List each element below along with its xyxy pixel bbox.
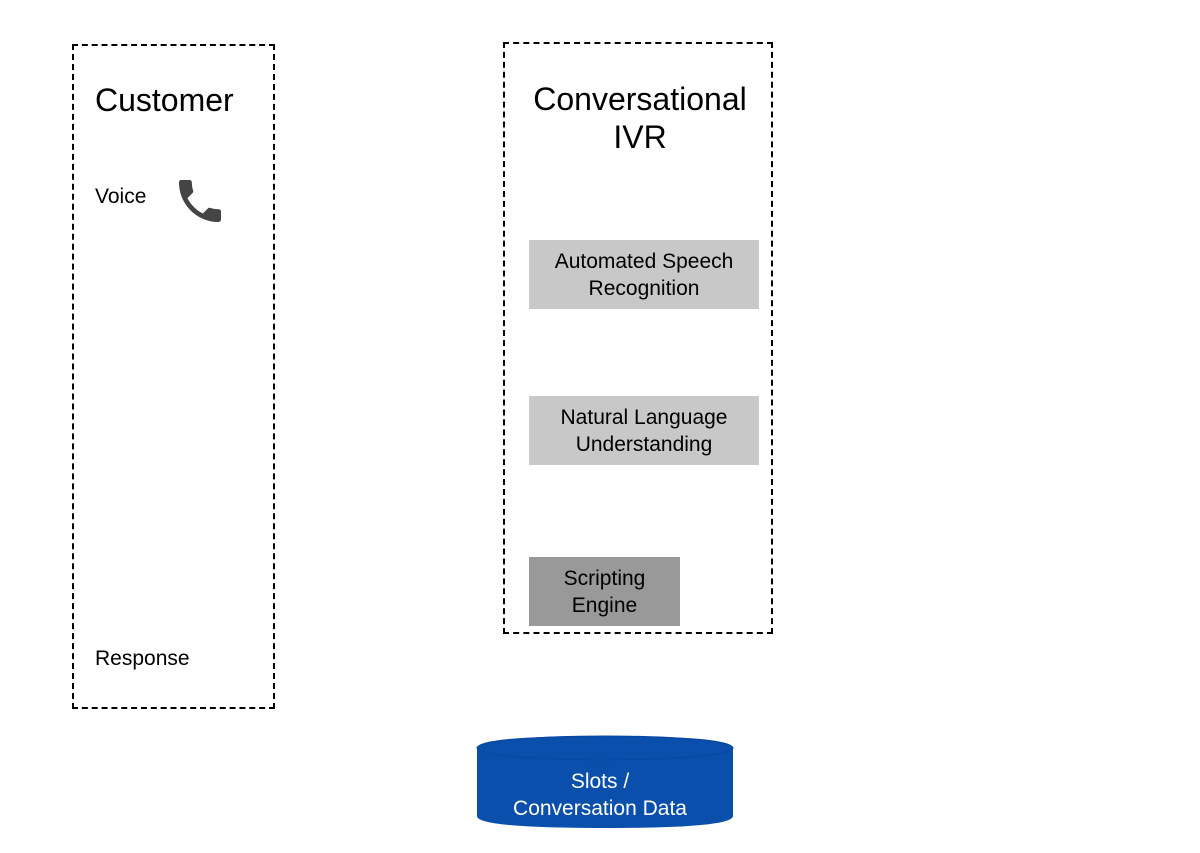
- ivr-title-line1: Conversational: [533, 81, 747, 117]
- scripting-label-line1: Scripting: [563, 566, 646, 590]
- asr-label-line2: Recognition: [588, 276, 700, 300]
- asr-label-line1: Automated Speech: [554, 249, 734, 273]
- voice-label: Voice: [95, 185, 147, 208]
- ivr-container: [503, 42, 773, 634]
- response-label: Response: [95, 647, 190, 670]
- scripting-label-line2: Engine: [571, 593, 638, 617]
- customer-title: Customer: [95, 82, 234, 118]
- datastore-label: Slots / Conversation Data: [470, 768, 730, 822]
- ivr-title: Conversational IVR: [505, 80, 775, 156]
- datastore-label-line1: Slots /: [570, 770, 630, 793]
- nlu-label-line2: Understanding: [575, 432, 713, 456]
- nlu-label-line1: Natural Language: [560, 405, 728, 429]
- scripting-engine-block: Scripting Engine: [529, 557, 680, 626]
- nlu-block: Natural Language Understanding: [529, 396, 759, 465]
- phone-icon: [179, 180, 221, 222]
- asr-block: Automated Speech Recognition: [529, 240, 759, 309]
- datastore-cylinder: [476, 735, 734, 828]
- ivr-title-line2: IVR: [613, 119, 667, 155]
- customer-container: [72, 44, 275, 709]
- datastore-label-line2: Conversation Data: [513, 797, 687, 820]
